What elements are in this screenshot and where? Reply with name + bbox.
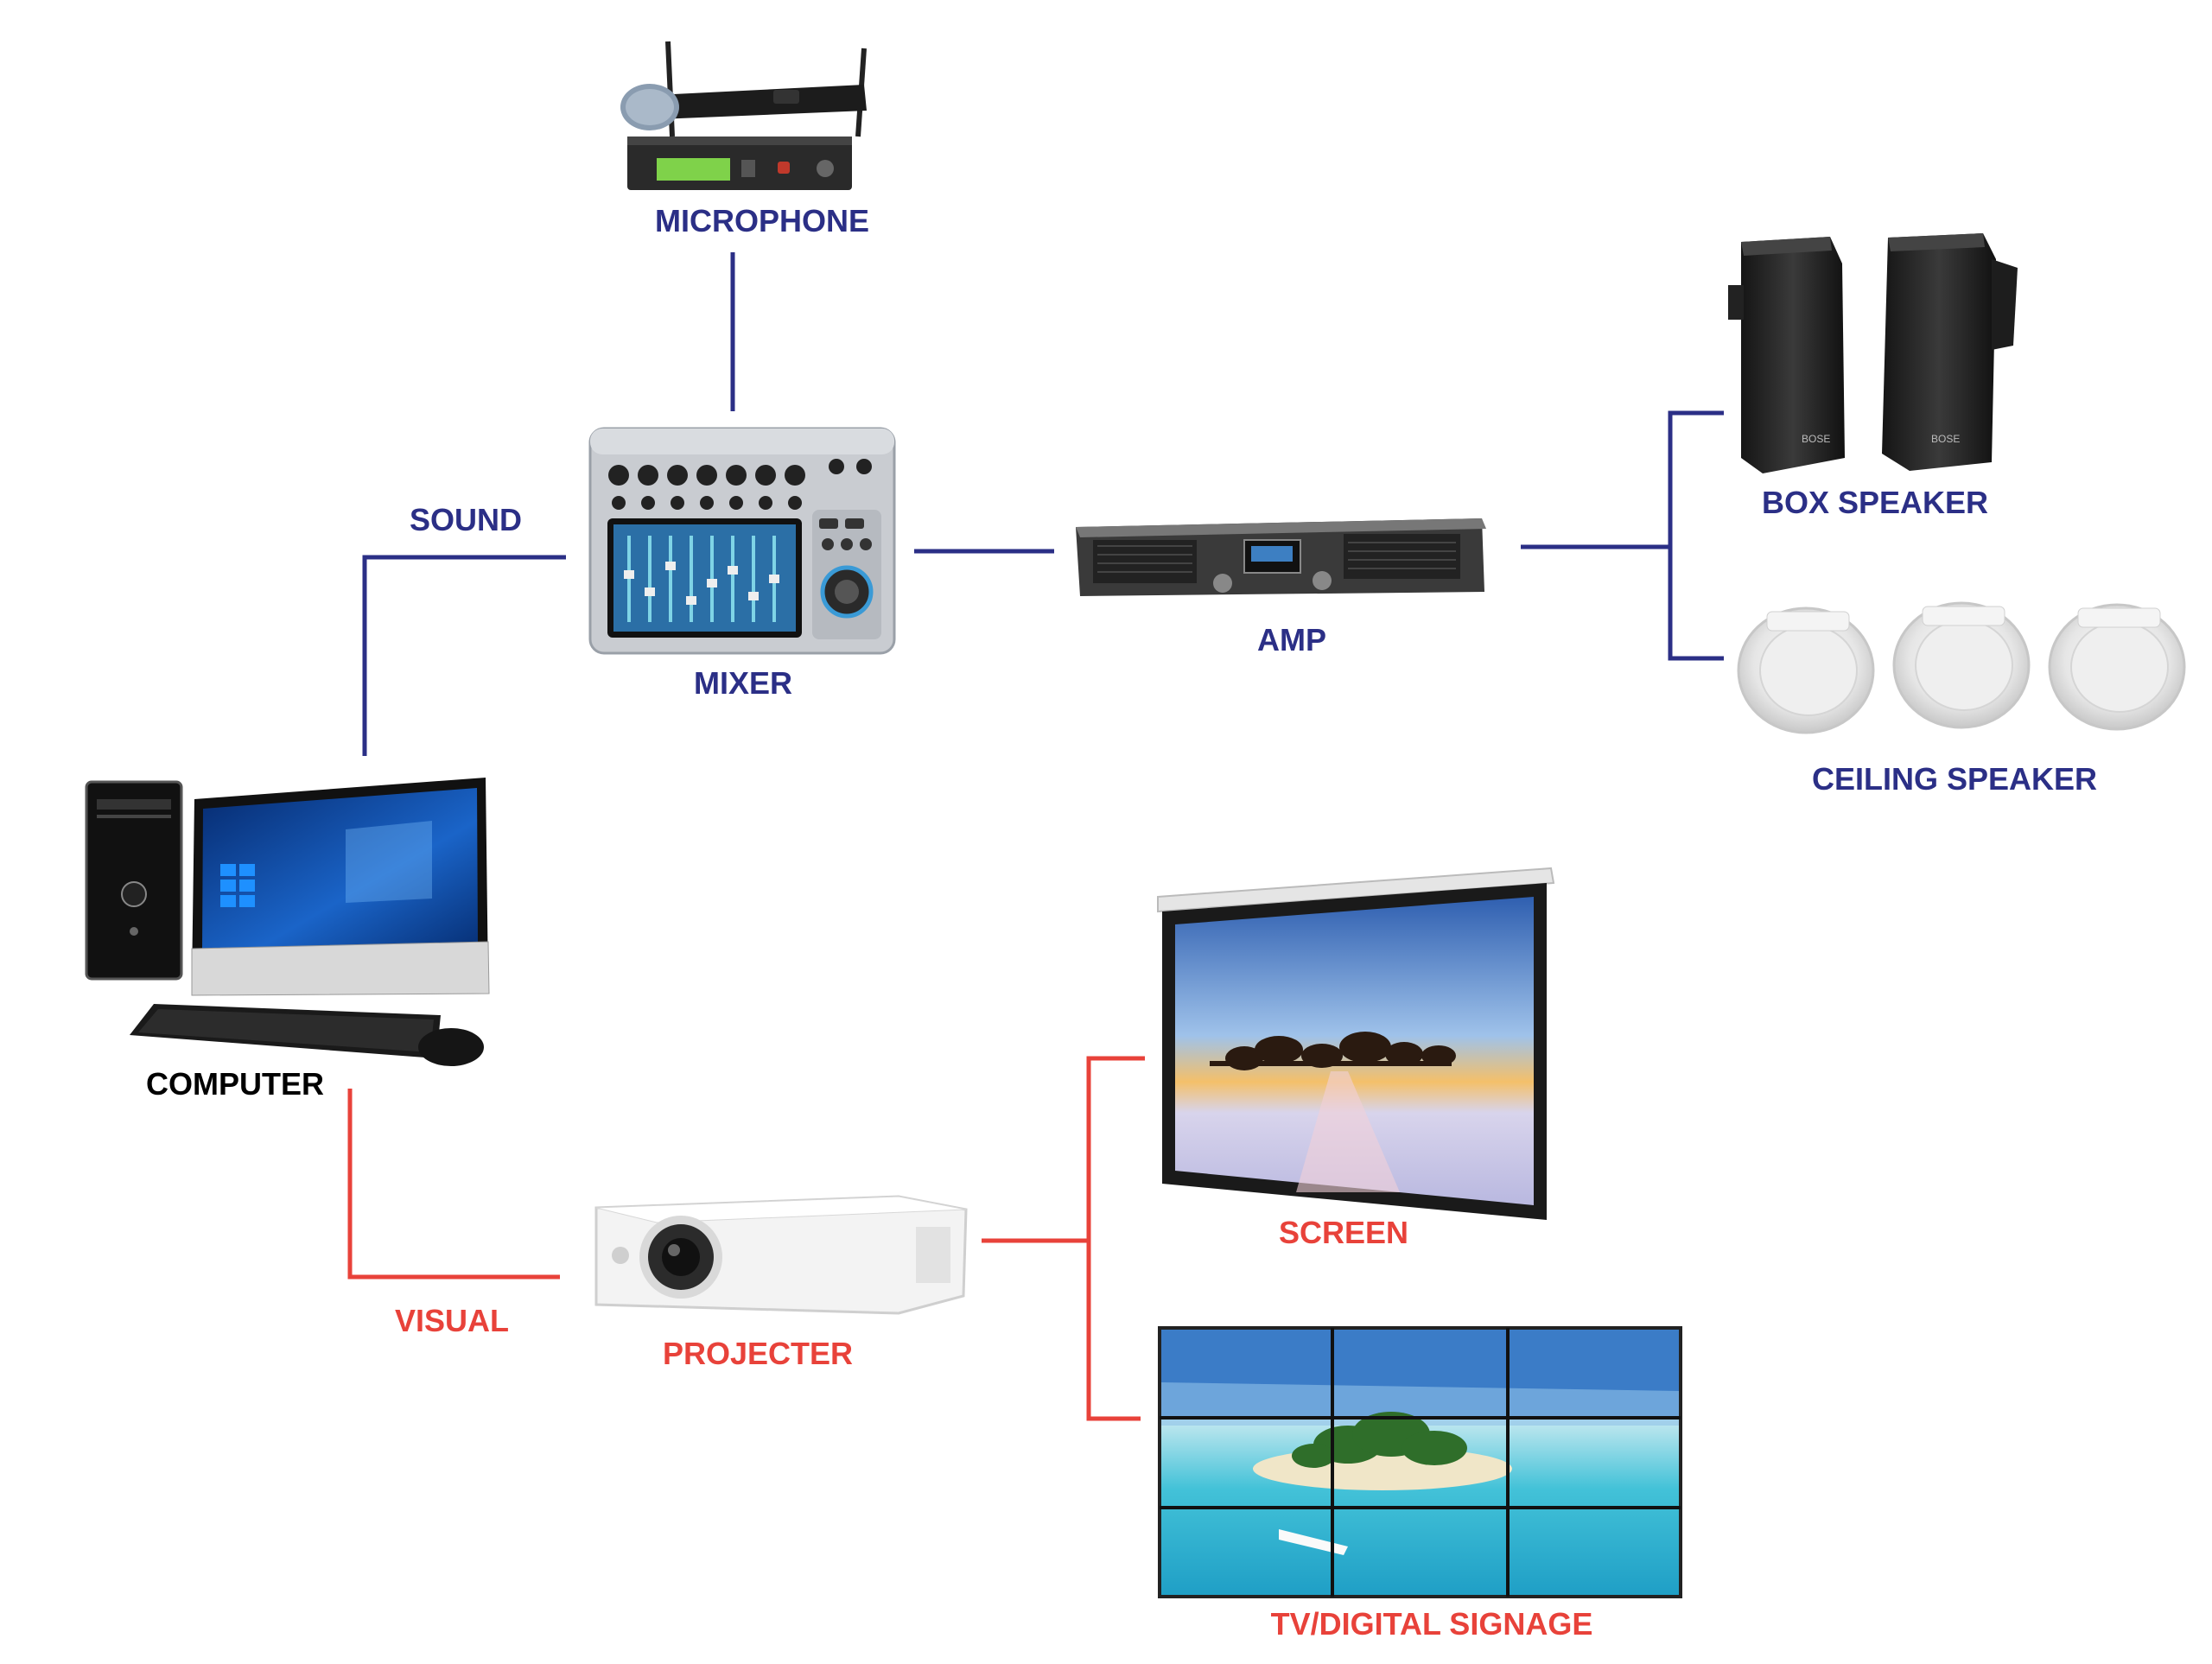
visual-lines	[347, 1056, 1145, 1421]
screen-label: SCREEN	[1279, 1215, 1408, 1250]
projection-screen-icon	[1157, 867, 1555, 1220]
computer-label: COMPUTER	[146, 1066, 324, 1102]
ceiling-speaker-label: CEILING SPEAKER	[1812, 761, 2097, 797]
sound-path-label: SOUND	[410, 502, 522, 537]
microphone-icon	[620, 41, 867, 190]
link-bus-speakers	[1668, 410, 1724, 661]
sound-lines	[362, 252, 1724, 756]
tv-label: TV/DIGITAL SIGNAGE	[1271, 1606, 1593, 1642]
ceiling-speaker-icon	[1737, 601, 2186, 734]
mixer-label: MIXER	[694, 665, 792, 701]
mixer-icon	[588, 427, 896, 655]
visual-path-label: VISUAL	[395, 1303, 509, 1338]
microphone-label: MICROPHONE	[655, 203, 869, 238]
svg-text:BOSE: BOSE	[1931, 433, 1960, 445]
box-speaker-icon: BOSE BOSE	[1728, 233, 2018, 473]
projector-icon	[594, 1195, 968, 1315]
link-computer-projector	[347, 1089, 560, 1280]
link-bus-displays	[1086, 1056, 1145, 1421]
link-computer-mixer	[362, 555, 566, 756]
projector-label: PROJECTER	[663, 1336, 853, 1371]
video-wall-icon	[1158, 1326, 1682, 1598]
computer-icon	[85, 778, 490, 1066]
svg-text:BOSE: BOSE	[1802, 433, 1830, 445]
amp-label: AMP	[1257, 622, 1326, 657]
amp-icon	[1076, 518, 1486, 596]
box-speaker-label: BOX SPEAKER	[1762, 485, 1988, 520]
